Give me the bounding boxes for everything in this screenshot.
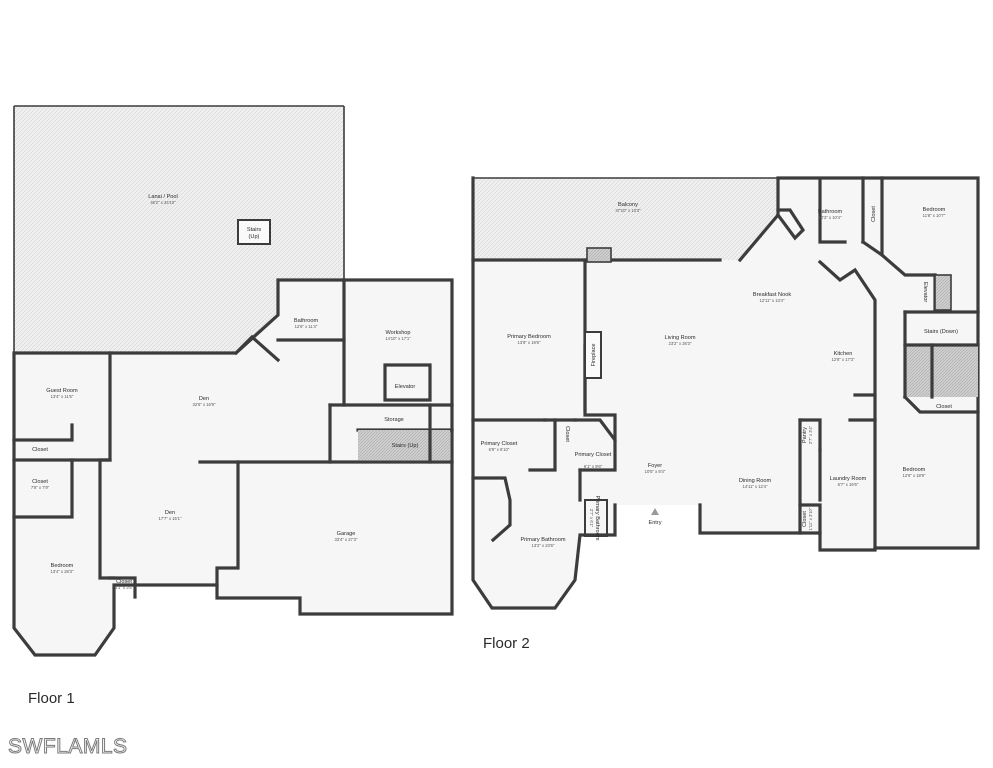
- room-name: Bathroom: [294, 318, 319, 324]
- room-dim: 13'4" x 28'3": [51, 569, 74, 574]
- room-dim: 46'2" x 34'10": [150, 200, 176, 205]
- room-name: Closet: [871, 206, 877, 222]
- f2-elevator-box: [934, 274, 952, 311]
- room-dim: 13'4" x 11'5": [51, 394, 74, 399]
- room-name: Bathroom: [818, 209, 843, 215]
- room-dim: 2'7" x 6'1": [589, 509, 594, 528]
- room-dim: 11'8" x 10'7": [923, 213, 946, 218]
- room-name: Primary Closet: [481, 441, 518, 447]
- f1-stairs-up-small: [237, 219, 271, 245]
- floor-1-label: Floor 1: [28, 690, 75, 707]
- room-dim: 14'10" x 17'1": [385, 336, 411, 341]
- room-name: Workshop: [385, 330, 410, 336]
- room-dim: 12'6" x 11'4": [295, 324, 318, 329]
- room-name: Foyer: [648, 463, 662, 469]
- room-name: Lanai / Pool: [148, 194, 178, 200]
- f2-primary-bath-b: [584, 499, 608, 537]
- room-dim: 13'9" x 19'6": [518, 340, 541, 345]
- room-dim: 13'2" x 23'6": [532, 543, 555, 548]
- room-name: Den: [165, 510, 175, 516]
- room-dim: 37'10" x 10'3": [615, 208, 641, 213]
- room-dim: 32'6" x 16'9": [193, 402, 216, 407]
- room-name: Dining Room: [739, 478, 772, 484]
- room-name: Stairs (Up): [392, 443, 419, 449]
- room-name: Storage: [384, 417, 404, 423]
- room-name: Bedroom: [51, 563, 74, 569]
- room-name: Balcony: [618, 202, 638, 208]
- room-name: Primary Bathroom: [520, 537, 565, 543]
- room-dim: 12'8" x 17'3": [832, 357, 855, 362]
- room-name: Breakfast Nook: [753, 292, 791, 298]
- room-labels: Lanai / Pool 46'2" x 34'10" Stairs (Up) …: [31, 194, 958, 590]
- entry-arrow-icon: [651, 508, 659, 515]
- room-name: Primary Bedroom: [507, 334, 551, 340]
- watermark-logo: SWFLAMLS: [8, 735, 128, 759]
- room-dim: 12'11" x 13'4": [760, 298, 785, 303]
- floor-1-plan: [12, 105, 454, 657]
- room-name: Pantry: [802, 427, 808, 443]
- balcony-area: [473, 178, 778, 260]
- room-name: Closet: [802, 511, 808, 527]
- room-name: Living Room: [664, 335, 695, 341]
- floor-2-plan: [471, 176, 980, 610]
- room-name: Closet: [32, 447, 48, 453]
- room-dim: 3'3" x 3'5": [115, 585, 134, 590]
- room-name: Bedroom: [903, 467, 926, 473]
- room-dim: 2'7" x 3'4": [808, 425, 813, 444]
- room-dim: 17'7" x 15'1": [159, 516, 182, 521]
- f2-stairs-down: [905, 345, 978, 397]
- fireplace-box: [584, 331, 602, 379]
- room-dim: 6'7" x 16'6": [838, 482, 859, 487]
- fireplace-vent: [586, 247, 612, 263]
- room-name: Elevator: [922, 282, 928, 303]
- room-name: Fireplace: [591, 343, 597, 366]
- room-name: Closet: [564, 426, 570, 442]
- room-name: Bedroom: [923, 207, 946, 213]
- room-name: Elevator: [395, 384, 416, 390]
- room-name: Garage: [337, 531, 356, 537]
- room-dim: 6'8" x 6'10": [489, 447, 510, 452]
- room-name: Kitchen: [834, 351, 853, 357]
- room-dim: 1'11" x 3'10": [808, 507, 813, 530]
- room-name: (Up): [249, 234, 260, 240]
- room-name: Stairs (Down): [924, 329, 958, 335]
- room-name: Closet: [116, 579, 132, 585]
- room-name: Entry: [648, 520, 661, 526]
- room-dim: 10'5" x 8'4": [645, 469, 666, 474]
- room-name: Closet: [936, 404, 952, 410]
- room-dim: 12'6" x 18'9": [903, 473, 926, 478]
- room-name: Laundry Room: [830, 476, 867, 482]
- room-name: Closet: [32, 479, 48, 485]
- room-name: Guest Room: [46, 388, 78, 394]
- room-dim: 23'2" x 26'3": [669, 341, 692, 346]
- room-dim: 6'1" x 9'6": [584, 464, 603, 469]
- room-dim: 33'4" x 27'3": [335, 537, 358, 542]
- f1-stairs-up-block: [358, 430, 450, 460]
- floor-2-label: Floor 2: [483, 635, 530, 652]
- room-dim: 14'11" x 12'4": [743, 484, 768, 489]
- room-name: Primary Closet: [575, 452, 612, 458]
- room-name: Stairs: [247, 227, 262, 233]
- room-name: Den: [199, 396, 209, 402]
- room-name: Primary Bathroom: [594, 495, 600, 540]
- room-dim: 7'8" x 7'9": [31, 485, 50, 490]
- room-dim: 10'2" x 10'4": [819, 215, 842, 220]
